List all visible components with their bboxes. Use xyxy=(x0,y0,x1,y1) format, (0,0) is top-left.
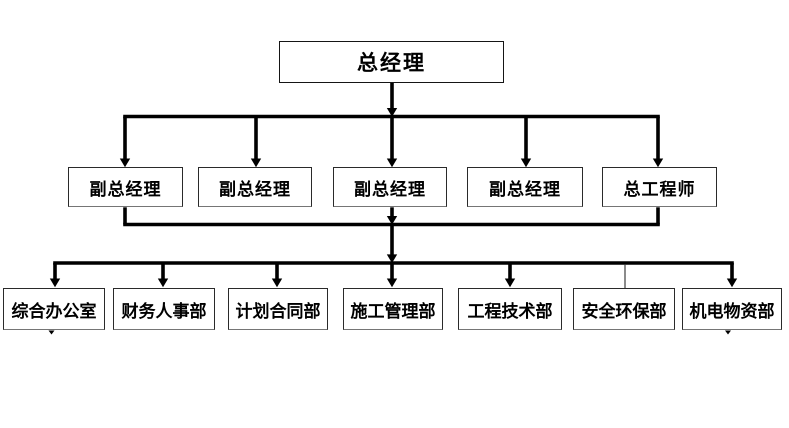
arrowhead xyxy=(157,278,169,288)
node-construction-management-dept: 施工管理部 xyxy=(343,288,443,330)
node-planning-contract-dept: 计划合同部 xyxy=(228,288,328,330)
node-finance-hr-dept: 财务人事部 xyxy=(113,288,215,330)
node-deputy-general-manager-3: 副总经理 xyxy=(333,167,447,207)
arrowhead xyxy=(652,158,664,168)
node-safety-environment-dept: 安全环保部 xyxy=(573,288,675,330)
tick-mark xyxy=(725,330,731,335)
node-deputy-general-manager-4: 副总经理 xyxy=(467,167,583,207)
arrowhead xyxy=(386,216,398,225)
arrowhead xyxy=(520,158,532,168)
arrowhead xyxy=(386,254,398,264)
node-mechanical-electrical-materials-dept: 机电物资部 xyxy=(682,288,782,330)
tick-mark xyxy=(48,330,55,335)
arrowhead xyxy=(386,108,398,117)
node-engineering-technology-dept: 工程技术部 xyxy=(458,288,562,330)
node-deputy-general-manager-1: 副总经理 xyxy=(68,167,183,207)
arrowhead xyxy=(119,158,131,168)
arrowhead xyxy=(726,278,738,288)
arrowhead xyxy=(386,158,398,168)
arrowhead xyxy=(250,158,262,168)
node-chief-engineer: 总工程师 xyxy=(602,167,717,207)
node-general-manager: 总经理 xyxy=(279,41,504,83)
arrowhead xyxy=(49,278,61,288)
arrowhead xyxy=(504,278,516,288)
node-general-office: 综合办公室 xyxy=(3,288,105,330)
arrowhead xyxy=(271,278,283,288)
arrowhead xyxy=(386,278,398,288)
node-deputy-general-manager-2: 副总经理 xyxy=(198,167,312,207)
